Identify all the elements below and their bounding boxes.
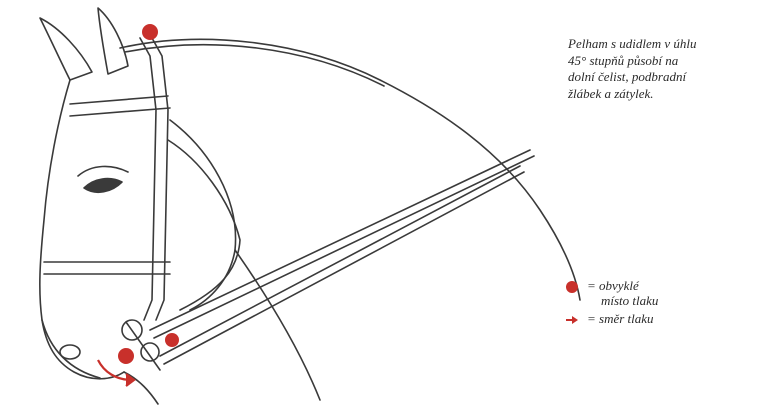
browband xyxy=(70,96,168,104)
legend-label: = obvyklé xyxy=(587,278,765,293)
legend-item-pressure-point: = obvyklé místo tlaku xyxy=(565,278,765,308)
caption-line: dolní čelist, podbradní xyxy=(568,69,768,86)
pressure-point-jaw xyxy=(165,333,179,347)
browband xyxy=(70,108,170,116)
pressure-direction-arrow-icon xyxy=(565,313,579,327)
legend: = obvyklé místo tlaku = směr tlaku xyxy=(565,278,765,326)
neck-crest-line xyxy=(120,39,580,300)
pressure-direction-arrow xyxy=(98,360,134,386)
caption-line: Pelham s udidlem v úhlu xyxy=(568,36,768,53)
ear-outline xyxy=(40,18,92,80)
bit-shank xyxy=(126,322,160,370)
eye-brow xyxy=(78,166,128,176)
legend-label: místo tlaku xyxy=(587,293,765,308)
throat-line xyxy=(235,250,320,400)
legend-item-pressure-direction: = směr tlaku xyxy=(565,311,765,326)
face-profile xyxy=(40,80,124,379)
rein xyxy=(150,150,530,330)
ear-outline xyxy=(98,8,128,74)
rein xyxy=(160,166,520,356)
caption-line: 45° stupňů působí na xyxy=(568,53,768,70)
eye-shape xyxy=(84,179,122,193)
pressure-point-dot-icon xyxy=(565,280,579,294)
crownpiece-strap xyxy=(140,38,156,320)
pressure-point-chin-groove xyxy=(118,348,134,364)
caption-text: Pelham s udidlem v úhlu 45° stupňů působ… xyxy=(568,36,768,102)
nostril xyxy=(60,345,80,359)
legend-label: = směr tlaku xyxy=(587,311,765,326)
pressure-point-poll xyxy=(142,24,158,40)
cheekpiece xyxy=(168,140,240,310)
caption-line: žlábek a zátylek. xyxy=(568,86,768,103)
rein xyxy=(154,156,534,338)
rein xyxy=(164,172,524,364)
